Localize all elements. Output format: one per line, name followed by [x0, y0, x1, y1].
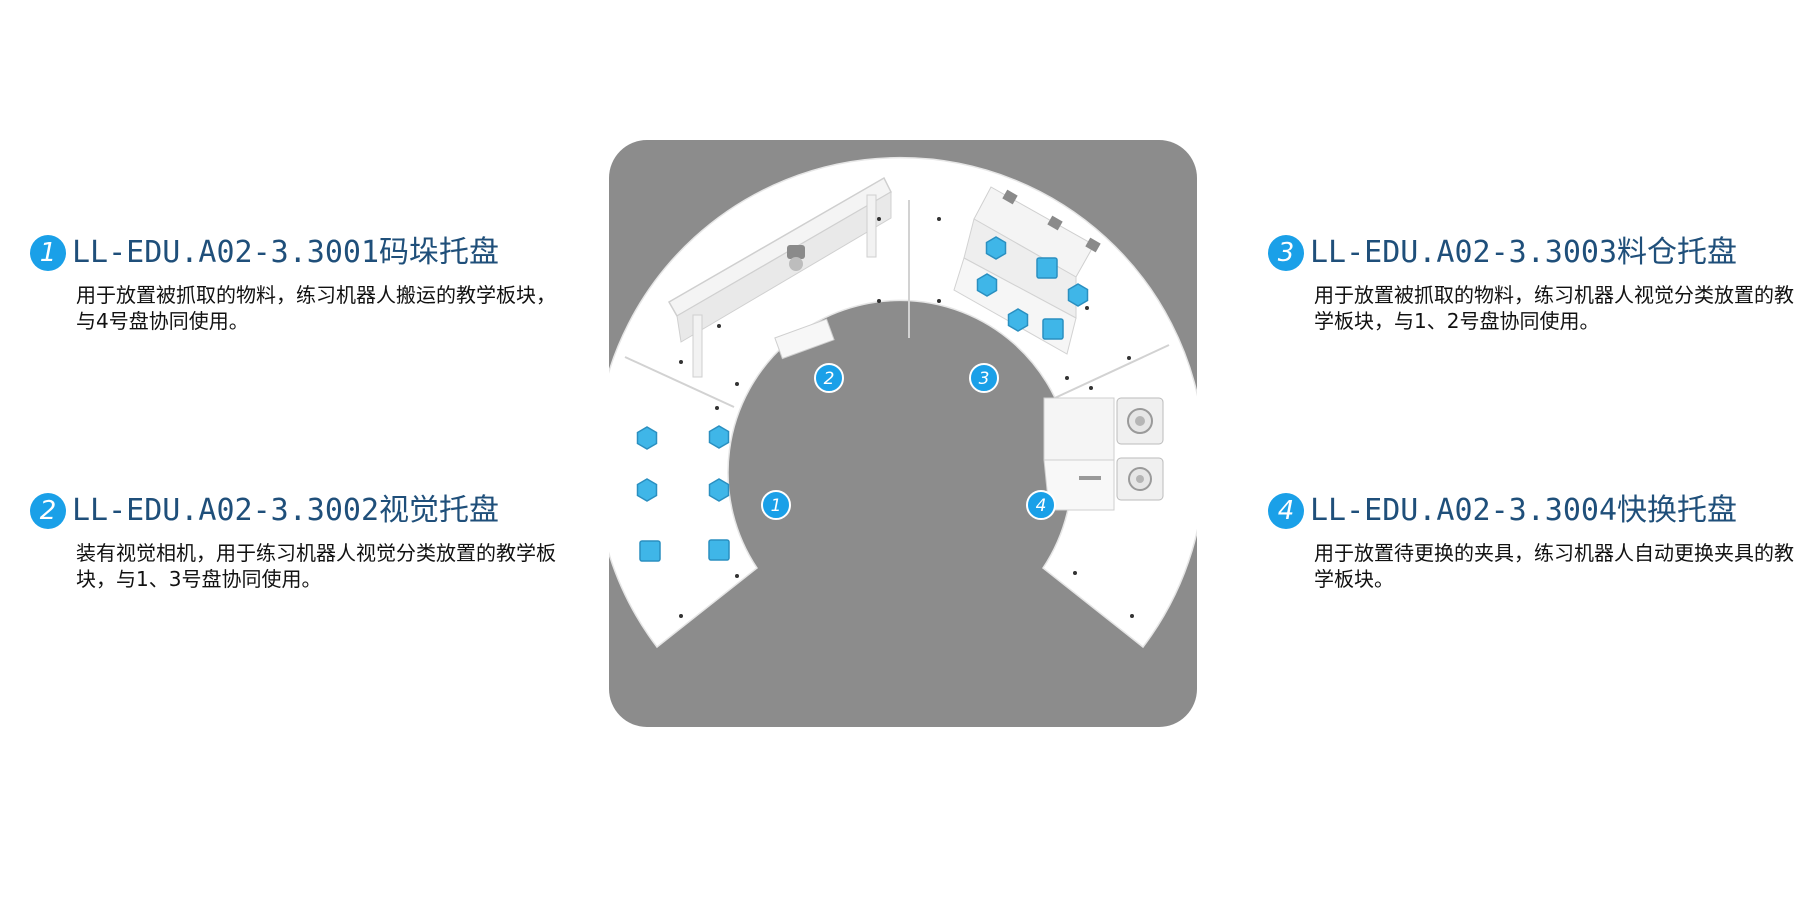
tray-3-title-text: LL-EDU.A02-3.3003料仓托盘 [1310, 235, 1738, 270]
tray-2-number-badge: 2 [30, 493, 66, 529]
marker-4-label: 4 [1036, 496, 1047, 516]
hex-block [636, 478, 658, 502]
hex-block [976, 273, 998, 297]
tray-1-description-text: 用于放置被抓取的物料，练习机器人搬运的教学板块，与4号盘协同使用。 [76, 283, 556, 333]
tray-4-number-badge: 4 [1268, 493, 1304, 529]
marker-3-circle [969, 363, 999, 393]
tray-2-title: 2 LL-EDU.A02-3.3002视觉托盘 [30, 492, 550, 530]
tray-1-title-text: LL-EDU.A02-3.3001码垛托盘 [72, 235, 500, 270]
square-block [1036, 257, 1058, 279]
tray-1-number-badge: 1 [30, 235, 66, 271]
marker-2-label: 2 [824, 369, 835, 389]
material-blocks [636, 236, 1089, 562]
vision-camera-bracket [667, 176, 892, 378]
tray-2-title-text: LL-EDU.A02-3.3002视觉托盘 [72, 493, 500, 528]
sector-divider-1 [624, 356, 735, 408]
tray-3-number-badge: 3 [1268, 235, 1304, 271]
tray-3-description-text: 用于放置被抓取的物料，练习机器人视觉分类放置的教学板块，与1、2号盘协同使用。 [1314, 283, 1794, 333]
marker-2-circle [814, 363, 844, 393]
marker-4-circle [1026, 490, 1056, 520]
square-block [639, 540, 661, 562]
tray-layout-diagram: 1 2 3 4 [609, 140, 1197, 727]
marker-1-circle [761, 490, 791, 520]
square-block [1042, 318, 1064, 340]
tray-1-description: 1 LL-EDU.A02-3.3001码垛托盘 用于放置被抓取的物料，练习机器人… [30, 234, 556, 334]
tray-4-description: 4 LL-EDU.A02-3.3004快换托盘 用于放置待更换的夹具，练习机器人… [1268, 492, 1794, 592]
tray-3-description: 3 LL-EDU.A02-3.3003料仓托盘 用于放置被抓取的物料，练习机器人… [1268, 234, 1794, 334]
hex-block [708, 425, 730, 449]
hex-block [1007, 308, 1029, 332]
tray-4-title: 4 LL-EDU.A02-3.3004快换托盘 [1268, 492, 1788, 530]
tray-2-description: 2 LL-EDU.A02-3.3002视觉托盘 装有视觉相机，用于练习机器人视觉… [30, 492, 556, 592]
tray-1-title: 1 LL-EDU.A02-3.3001码垛托盘 [30, 234, 550, 272]
square-block [708, 539, 730, 561]
marker-3-label: 3 [979, 369, 990, 389]
hex-block [708, 478, 730, 502]
sector-divider-3 [1043, 344, 1170, 404]
hex-block [636, 426, 658, 450]
tray-3-title: 3 LL-EDU.A02-3.3003料仓托盘 [1268, 234, 1788, 272]
mounting-holes [679, 217, 1134, 618]
tray-number-markers: 1 2 3 4 [761, 363, 1056, 520]
tray-2-description-text: 装有视觉相机，用于练习机器人视觉分类放置的教学板块，与1、3号盘协同使用。 [76, 541, 556, 591]
tray-4-description-text: 用于放置待更换的夹具，练习机器人自动更换夹具的教学板块。 [1314, 541, 1794, 591]
hex-block [985, 236, 1007, 260]
hex-block [1067, 283, 1089, 307]
quick-change-holders [1043, 397, 1164, 511]
marker-1-label: 1 [771, 496, 782, 516]
tray-4-title-text: LL-EDU.A02-3.3004快换托盘 [1310, 493, 1738, 528]
